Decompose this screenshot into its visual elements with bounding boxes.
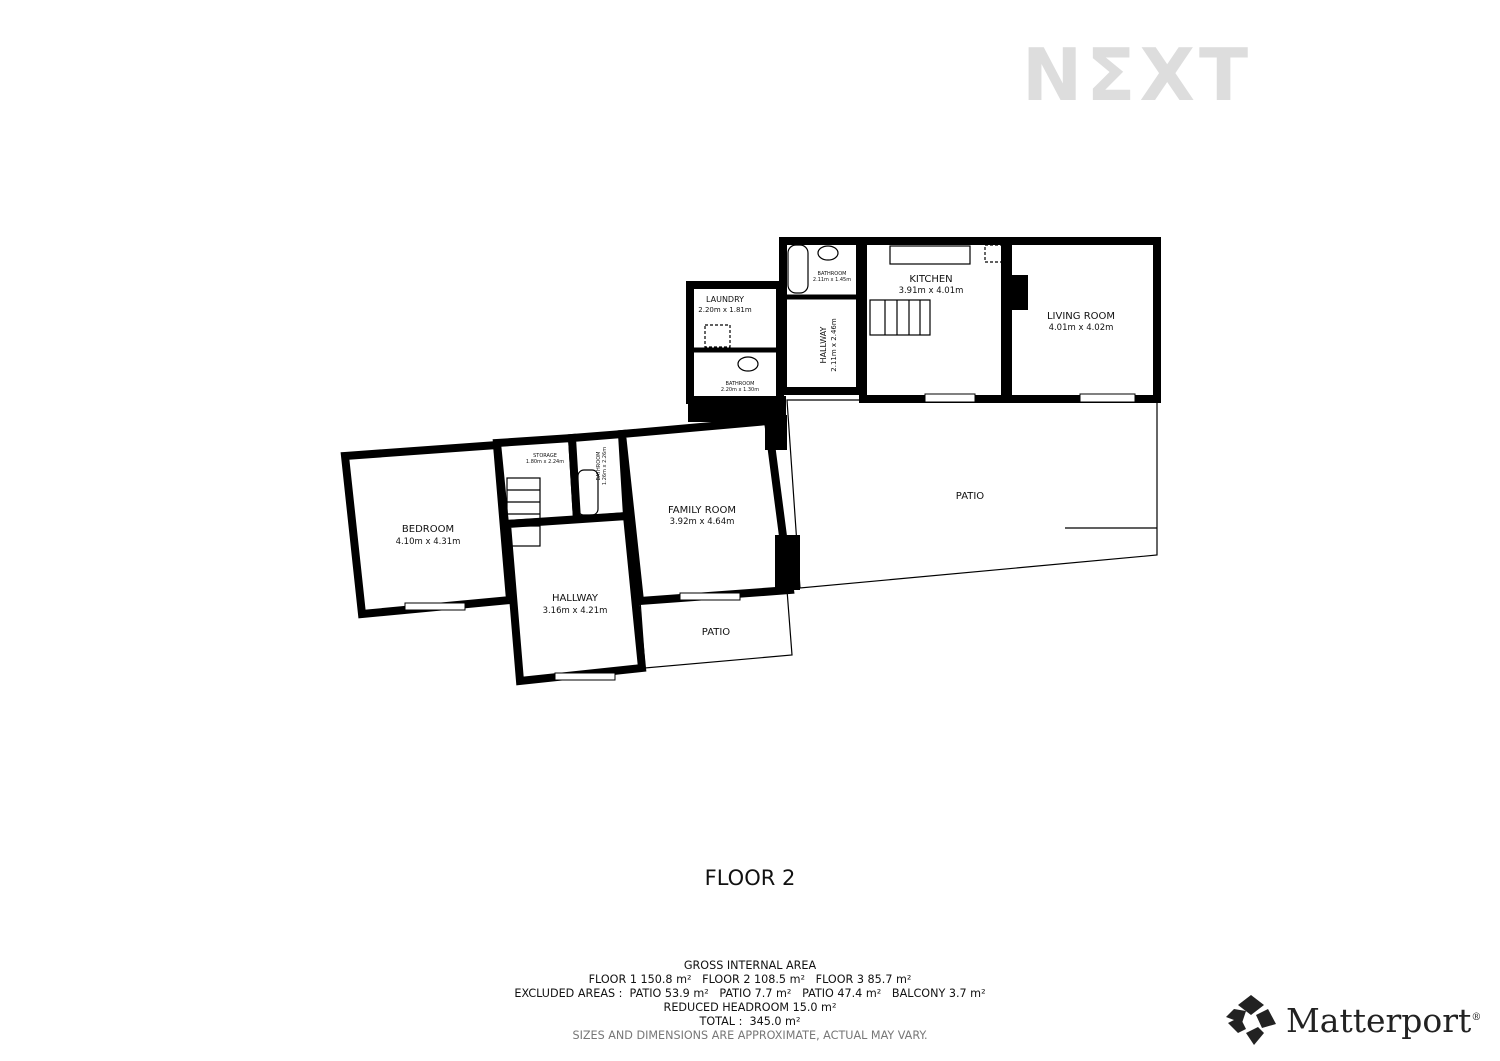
- kitchen-wall: [859, 237, 1009, 403]
- bathroom-b-dims: 2.20m x 1.30m: [721, 387, 759, 393]
- patio-large-label: PATIO: [956, 491, 985, 502]
- bathroom-a-dims: 2.11m x 1.45m: [813, 277, 851, 283]
- kitchen-dims: 3.91m x 4.01m: [899, 286, 964, 296]
- area-summary: GROSS INTERNAL AREA FLOOR 1 150.8 m² FLO…: [0, 959, 1500, 1043]
- storage-wall: [492, 433, 582, 529]
- living-room-dims: 4.01m x 4.02m: [1049, 323, 1114, 333]
- laundry-label: LAUNDRY: [706, 295, 744, 304]
- hallway-lower-label: HALLWAY: [552, 593, 599, 604]
- floor-title: FLOOR 2: [704, 866, 796, 890]
- storage-label: STORAGE: [533, 453, 557, 459]
- hallway-lower-dims: 3.16m x 4.21m: [543, 606, 608, 616]
- area-heading: GROSS INTERNAL AREA: [683, 959, 817, 972]
- upper-hallway-wall: [779, 237, 864, 395]
- family-room-label: FAMILY ROOM: [668, 505, 736, 516]
- bathroom-a-label: BATHROOM: [818, 271, 847, 277]
- matterport-logo: Matterport®: [1224, 993, 1481, 1047]
- bathroom-c-label: BATHROOM: [596, 452, 602, 481]
- bedroom-dims: 4.10m x 4.31m: [396, 537, 461, 547]
- registered-mark: ®: [1471, 1011, 1482, 1023]
- hallway-upper-label: HALLWAY: [819, 326, 828, 363]
- living-room-label: LIVING ROOM: [1047, 311, 1115, 322]
- area-total: TOTAL : 345.0 m²: [699, 1015, 801, 1028]
- matterport-icon: [1226, 995, 1276, 1045]
- laundry-dims: 2.20m x 1.81m: [698, 306, 752, 314]
- bathroom-b-label: BATHROOM: [726, 381, 755, 387]
- area-note: SIZES AND DIMENSIONS ARE APPROXIMATE, AC…: [572, 1029, 928, 1042]
- area-excluded: EXCLUDED AREAS : PATIO 53.9 m² PATIO 7.7…: [514, 987, 986, 1000]
- area-reduced: REDUCED HEADROOM 15.0 m²: [663, 1001, 837, 1014]
- matterport-wordmark: Matterport: [1286, 1000, 1472, 1040]
- bedroom-label: BEDROOM: [402, 524, 454, 535]
- patio-small-label: PATIO: [702, 627, 731, 638]
- family-room-dims: 3.92m x 4.64m: [670, 517, 735, 527]
- kitchen-label: KITCHEN: [909, 274, 952, 285]
- hallway-upper-dims: 2.11m x 2.46m: [830, 318, 838, 372]
- bathroom-c-dims: 1.26m x 2.26m: [602, 447, 608, 485]
- area-floors: FLOOR 1 150.8 m² FLOOR 2 108.5 m² FLOOR …: [588, 973, 912, 986]
- storage-dims: 1.80m x 2.24m: [526, 459, 564, 465]
- hallway-lower-wall: [502, 511, 647, 686]
- next-logo: NΣXT: [1022, 33, 1253, 117]
